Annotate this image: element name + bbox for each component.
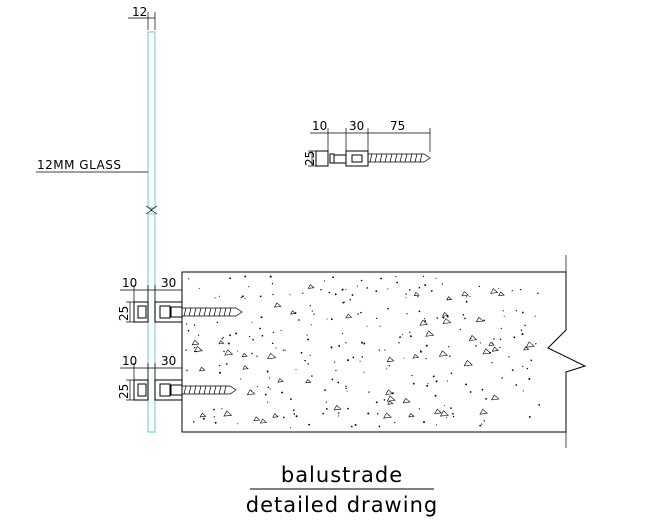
title-line-2: detailed drawing [246, 493, 438, 517]
lower-dim-30: 30 [161, 354, 176, 368]
lower-fixing: 10 30 25 [117, 354, 237, 401]
title-line-1: balustrade [281, 463, 403, 487]
drawing-title: balustrade detailed drawing [246, 463, 438, 517]
lower-dim-25: 25 [117, 384, 131, 399]
standalone-dim-10: 10 [312, 119, 327, 133]
glass-callout: 12MM GLASS [36, 158, 148, 173]
standalone-dim-30: 30 [349, 119, 364, 133]
standalone-dim-25: 25 [303, 151, 317, 166]
glass-thickness-dimension: 12 [128, 5, 156, 30]
glass-panel [145, 31, 158, 433]
lower-dim-10: 10 [122, 354, 137, 368]
glass-callout-label: 12MM GLASS [37, 158, 122, 172]
upper-fixing: 10 30 25 [117, 276, 243, 323]
upper-dim-25: 25 [117, 306, 131, 321]
concrete-stipple [185, 275, 541, 429]
glass-thickness-label: 12 [132, 5, 147, 19]
standalone-fixing-detail: 10 30 75 25 [303, 119, 431, 167]
standalone-dim-75: 75 [390, 119, 405, 133]
upper-dim-10: 10 [122, 276, 137, 290]
upper-dim-30: 30 [161, 276, 176, 290]
concrete-slab [181, 255, 587, 448]
